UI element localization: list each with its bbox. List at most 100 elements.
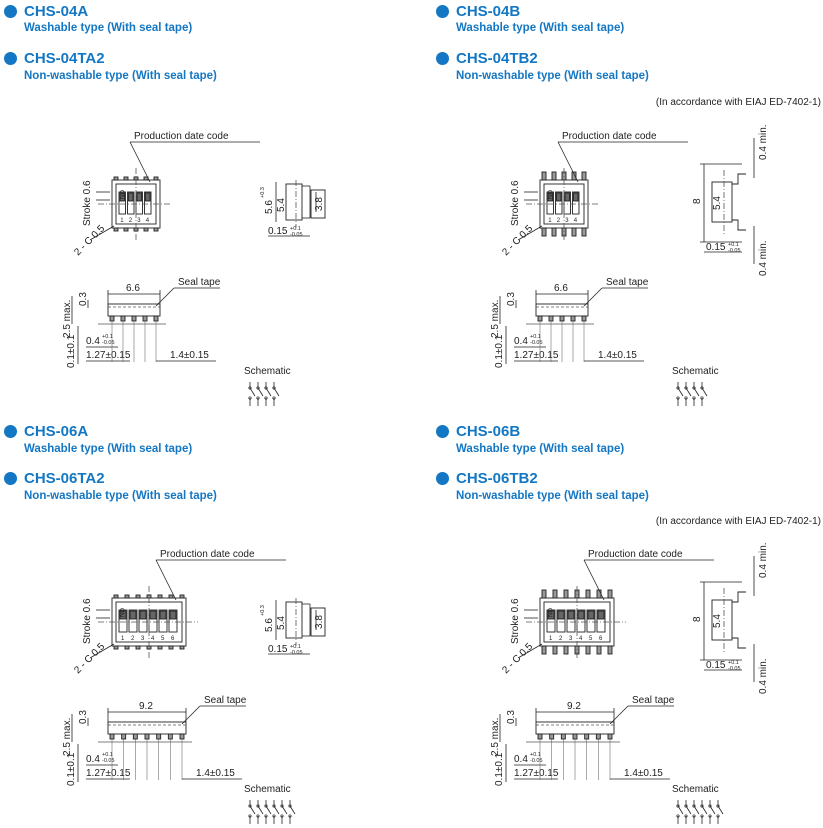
lead-pin bbox=[179, 594, 185, 599]
switch-number: 1 bbox=[120, 218, 124, 224]
end-label: 1.4±0.15 bbox=[598, 350, 637, 361]
lead-pin bbox=[541, 171, 547, 181]
dim-box bbox=[310, 189, 326, 219]
schematic-node bbox=[272, 386, 276, 390]
heading-1: CHS-04B bbox=[436, 3, 520, 20]
switch-knob bbox=[139, 610, 147, 620]
lead-pin bbox=[585, 589, 591, 599]
switch-knob bbox=[573, 192, 579, 202]
heading-1: CHS-04A bbox=[4, 3, 88, 20]
schematic-switch bbox=[249, 387, 256, 397]
lead-pin bbox=[157, 645, 163, 650]
front-pin bbox=[153, 315, 159, 322]
lead-t-tol: -0.05 bbox=[290, 232, 303, 238]
lead-t-label: 0.15 bbox=[268, 226, 288, 237]
switch-slot bbox=[556, 609, 566, 633]
front-pin bbox=[109, 733, 115, 740]
switch-slot bbox=[572, 191, 580, 215]
schematic-node bbox=[248, 396, 252, 400]
switch-number: 4 bbox=[146, 218, 150, 224]
panel-chs-06b: CHS-06B Washable type (With seal tape) C… bbox=[412, 414, 823, 828]
model-name: CHS-06B bbox=[456, 423, 521, 440]
bullet-icon bbox=[4, 52, 17, 65]
front-pin bbox=[560, 733, 566, 740]
switch-knob bbox=[547, 610, 555, 620]
switch-number: 4 bbox=[579, 636, 583, 642]
pin-w-label: 0.4 bbox=[514, 754, 528, 765]
on-label: ON bbox=[546, 190, 552, 199]
switch-knob bbox=[149, 610, 157, 620]
schematic-switch bbox=[685, 387, 692, 397]
end-label: 1.4±0.15 bbox=[624, 768, 663, 779]
front-pin bbox=[595, 733, 601, 740]
standoff-label: 0.1±0.1 bbox=[66, 752, 77, 786]
switch-knob bbox=[129, 610, 137, 620]
production-code-label: Production date code bbox=[134, 131, 229, 142]
switch-slot bbox=[138, 609, 148, 633]
switch-knob bbox=[564, 192, 570, 202]
switch-knob bbox=[159, 610, 167, 620]
pin-w-tol: -0.05 bbox=[530, 758, 543, 764]
lead-pin bbox=[124, 645, 130, 650]
model-name: CHS-06A bbox=[24, 423, 89, 440]
leader-line bbox=[89, 225, 115, 241]
bullet-icon bbox=[4, 425, 17, 438]
schematic-node bbox=[264, 386, 268, 390]
front-pin bbox=[537, 733, 543, 740]
front-pin bbox=[156, 733, 162, 740]
schematic-label: Schematic bbox=[672, 366, 719, 377]
lead-t-tol: -0.05 bbox=[728, 666, 741, 672]
switch-slot bbox=[596, 609, 606, 633]
front-pin bbox=[121, 733, 127, 740]
panel-chs-04a: CHS-04A Washable type (With seal tape) C… bbox=[0, 0, 411, 414]
heading-2: CHS-06TA2 bbox=[4, 470, 105, 487]
schematic-switch bbox=[717, 805, 724, 815]
switch-slot bbox=[118, 609, 128, 633]
leader-line bbox=[155, 287, 175, 307]
switch-number: 6 bbox=[171, 636, 175, 642]
gull-lead bbox=[732, 591, 746, 603]
lead-pin bbox=[135, 594, 141, 599]
schematic-node bbox=[684, 386, 688, 390]
switch-knob bbox=[136, 192, 142, 202]
leader-line bbox=[181, 705, 201, 725]
model-desc: Washable type (With seal tape) bbox=[456, 443, 625, 455]
top-label: 0.3 bbox=[78, 710, 89, 724]
schematic-switch bbox=[257, 805, 264, 815]
schematic-switch bbox=[273, 805, 280, 815]
pitch-w-label: 3.8 bbox=[314, 197, 325, 211]
lead-pin bbox=[607, 589, 613, 599]
min-bot-label: 0.4 min. bbox=[758, 658, 769, 694]
lead-t-label: 0.15 bbox=[706, 242, 726, 253]
schematic-switch bbox=[273, 387, 280, 397]
schematic-switch bbox=[693, 805, 700, 815]
top-label: 0.3 bbox=[78, 292, 89, 306]
model-desc: Washable type (With seal tape) bbox=[24, 443, 193, 455]
switch-number: 3 bbox=[137, 218, 141, 224]
on-label: ON bbox=[546, 608, 552, 617]
switch-knob bbox=[145, 192, 151, 202]
lead-pin bbox=[113, 594, 119, 599]
schematic-node bbox=[700, 396, 704, 400]
model-name: CHS-04TB2 bbox=[456, 50, 538, 67]
model-desc: Washable type (With seal tape) bbox=[24, 22, 193, 34]
schematic-node bbox=[248, 814, 252, 818]
front-pin bbox=[581, 315, 587, 322]
switch-slot bbox=[158, 609, 168, 633]
leader-line bbox=[89, 643, 115, 659]
min-top-label: 0.4 min. bbox=[758, 542, 769, 578]
height-tol: +0.3 bbox=[260, 605, 266, 616]
schematic-label: Schematic bbox=[244, 366, 291, 377]
stroke-label: Stroke 0.6 bbox=[82, 180, 93, 226]
standard-note: (In accordance with EIAJ ED-7402-1) bbox=[655, 97, 821, 108]
schematic-node bbox=[676, 814, 680, 818]
front-body bbox=[535, 721, 615, 735]
gull-lead bbox=[732, 219, 746, 231]
switch-slot bbox=[586, 609, 596, 633]
schematic-node bbox=[692, 804, 696, 808]
lead-pin bbox=[123, 227, 129, 232]
pin-w-tol: +0.1 bbox=[102, 752, 113, 758]
model-desc: Washable type (With seal tape) bbox=[456, 22, 625, 34]
schematic-node bbox=[708, 814, 712, 818]
bullet-icon bbox=[436, 472, 449, 485]
